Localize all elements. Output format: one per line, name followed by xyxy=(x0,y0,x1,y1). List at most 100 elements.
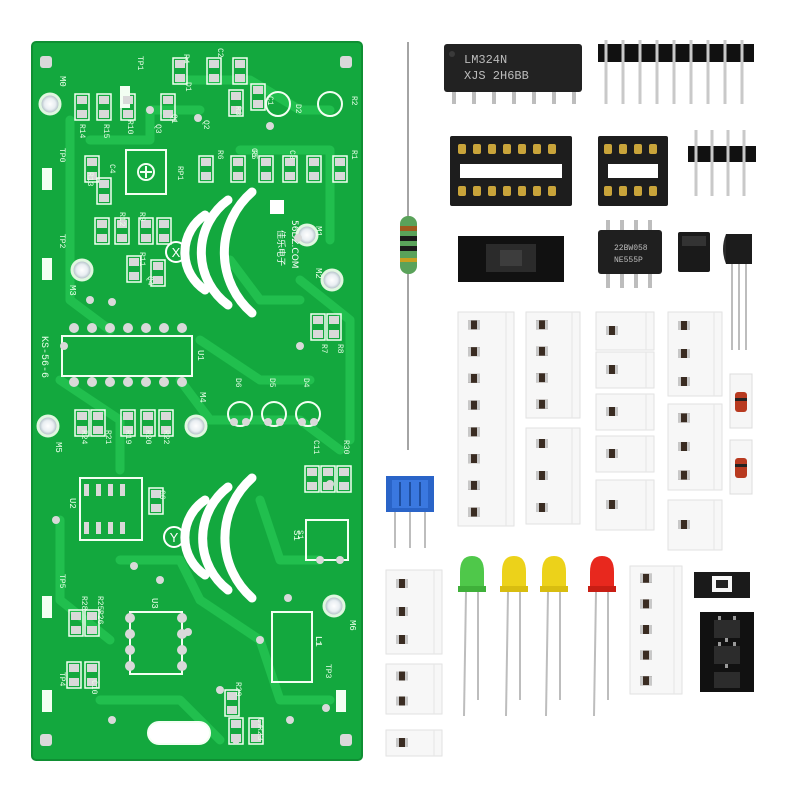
ref-label: R22 xyxy=(161,430,170,445)
svg-text:S1: S1 xyxy=(291,530,301,541)
ref-label: R4 xyxy=(181,54,190,64)
ref-label: R13 xyxy=(85,172,94,187)
svg-text:M4: M4 xyxy=(197,392,207,403)
brand-url: 56DZ.COM xyxy=(289,220,299,269)
smd-tape xyxy=(595,435,655,473)
smd-pad-pair xyxy=(84,609,100,637)
pin-header-4 xyxy=(688,130,756,196)
smd-pad-pair xyxy=(232,57,248,85)
ref-label: C5 xyxy=(249,148,258,158)
smd-pad-pair xyxy=(94,217,110,245)
ne555-marking-1: 22BW058 xyxy=(614,244,648,253)
ref-label: R5 xyxy=(249,150,258,160)
ref-label: D1 xyxy=(183,82,192,92)
smd-tape-strips xyxy=(385,311,723,757)
smd-pad-pair xyxy=(96,93,112,121)
smd-pad-pair xyxy=(306,155,322,183)
s1-footprint: S1 xyxy=(291,519,349,561)
ref-label: R3 xyxy=(233,106,242,116)
smd-pad-pair xyxy=(84,661,100,689)
board-code: KS-56-6 xyxy=(38,336,49,378)
svg-text:TP1: TP1 xyxy=(135,56,144,71)
smd-tape xyxy=(385,569,443,655)
diode-packet-2 xyxy=(729,439,753,495)
u2-footprint: U2 xyxy=(67,477,143,541)
svg-text:M0: M0 xyxy=(57,76,67,87)
led-yellow-2 xyxy=(540,556,568,717)
svg-text:M6: M6 xyxy=(347,620,357,631)
smd-tape xyxy=(595,393,655,431)
smd-pad-pair xyxy=(258,155,274,183)
smd-pad-pair xyxy=(304,465,320,493)
svg-text:TP5: TP5 xyxy=(57,574,66,589)
ref-label: R19 xyxy=(123,430,132,445)
to92-transistor xyxy=(723,234,752,350)
lm324-marking-2: XJS 2H6BB xyxy=(464,69,529,83)
smd-pad-pair xyxy=(310,313,326,341)
smd-pads xyxy=(66,57,352,745)
smd-pad-pair xyxy=(158,409,174,437)
smd-pad-pair xyxy=(332,155,348,183)
smd-pad-pair xyxy=(150,259,166,287)
svg-text:TP4: TP4 xyxy=(57,672,66,687)
ref-label: R15 xyxy=(101,124,110,139)
ref-label: R2 xyxy=(349,96,358,106)
smd-pad-pair xyxy=(126,255,142,283)
lm324-marking-1: LM324N xyxy=(464,53,507,67)
ref-label: S1 xyxy=(295,530,304,540)
svg-text:M5: M5 xyxy=(53,442,63,453)
slide-switch xyxy=(458,236,564,282)
corner-pads xyxy=(40,56,352,746)
smd-tape xyxy=(457,311,515,527)
ref-label: D4 xyxy=(301,378,310,388)
trimmer-potentiometer xyxy=(386,476,434,548)
smd-tape xyxy=(525,427,581,525)
ref-label: Q1 xyxy=(169,114,178,124)
smd-pad-pair xyxy=(148,487,164,515)
smd-pad-pair xyxy=(120,93,136,121)
ne555-chip: 22BW058 NE555P xyxy=(598,220,662,288)
smd-pad-pair xyxy=(160,93,176,121)
u3-label: U3 xyxy=(149,598,159,609)
ref-label: R24 xyxy=(79,430,88,445)
ref-label: R26 xyxy=(95,610,104,625)
ref-label: C10 xyxy=(89,680,98,695)
ref-label: R6 xyxy=(215,150,224,160)
brand-logo: 佳乐电子 56DZ.COM xyxy=(270,200,299,269)
smd-pad-pair xyxy=(156,217,172,245)
smd-tape xyxy=(595,311,655,351)
led-footprints xyxy=(227,91,343,427)
led-yellow-1 xyxy=(500,556,528,717)
ref-label: D2 xyxy=(293,104,302,114)
ref-label: R14 xyxy=(77,124,86,139)
svg-text:TP2: TP2 xyxy=(57,234,66,249)
ref-label: C1 xyxy=(265,96,274,106)
ref-label: R1 xyxy=(349,150,358,160)
smd-pad-pair xyxy=(84,155,100,183)
ref-label: R10 xyxy=(125,120,134,135)
smd-tape xyxy=(385,729,443,757)
smd-pad-pair xyxy=(74,409,90,437)
pcb-board: X Y 佳乐电子 56DZ.COM KS-56-6 U1 xyxy=(31,41,363,761)
smd-pad-pair xyxy=(224,689,240,717)
smd-pad-pair xyxy=(172,57,188,85)
smd-tape xyxy=(385,663,443,715)
ref-label: RP1 xyxy=(175,166,184,181)
u2-label: U2 xyxy=(67,498,77,509)
smd-pad-pair xyxy=(96,177,112,205)
ref-label: R20 xyxy=(143,430,152,445)
smd-pad-pair xyxy=(326,313,342,341)
ref-label: R29 xyxy=(233,682,242,697)
led-green xyxy=(458,556,486,717)
pin-header-9 xyxy=(598,40,754,104)
smd-tape xyxy=(629,565,683,695)
ref-label: L1 xyxy=(313,636,322,646)
smd-pad-pair xyxy=(66,661,82,689)
svg-text:M3: M3 xyxy=(67,285,77,296)
svg-text:M1: M1 xyxy=(313,226,323,237)
test-point-labels: TP0 TP1 TP2 TP3 TP4 TP5 xyxy=(57,56,332,687)
coil-y-label: Y xyxy=(170,530,179,545)
pcb-slot xyxy=(147,721,211,745)
